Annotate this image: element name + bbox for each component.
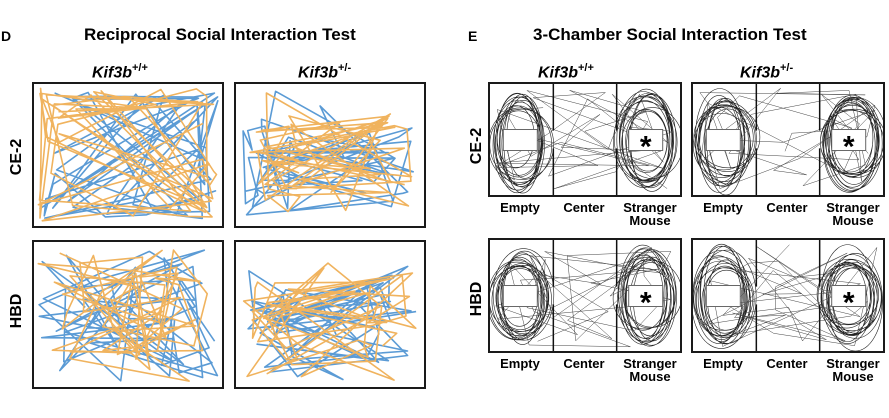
stranger-cup — [831, 129, 867, 152]
track-box-ce2-het — [234, 82, 426, 228]
panel-d-col1-label: Kif3b+/+ — [92, 62, 148, 82]
panel-e-row2-label: HBD — [468, 281, 485, 317]
panel-d-title: Reciprocal Social Interaction Test — [84, 25, 356, 44]
track-box-hbd-wt — [32, 240, 224, 389]
stranger-cup — [831, 285, 867, 308]
chamber-label-empty: Empty — [500, 200, 540, 215]
stranger-star: * — [843, 131, 855, 164]
stranger-star: * — [843, 287, 855, 320]
chamber-label-center: Center — [766, 356, 808, 371]
track-box-ce2-wt — [32, 82, 224, 228]
empty-cup — [502, 285, 538, 308]
chamber-box-ce2-wt: * — [488, 82, 682, 197]
chamber-box-hbd-wt: * — [488, 238, 682, 353]
empty-cup — [705, 129, 741, 152]
stranger-cup — [628, 285, 664, 308]
chamber-label-stranger: Stranger Mouse — [623, 356, 677, 384]
orange-track-path — [242, 262, 417, 381]
orange-track-path — [249, 92, 413, 213]
panel-d-col2-label: Kif3b+/- — [298, 62, 352, 82]
chamber-label-empty: Empty — [703, 356, 743, 371]
panel-e-col2-label: Kif3b+/- — [740, 62, 794, 82]
chamber-label-center: Center — [563, 356, 605, 371]
stranger-star: * — [640, 131, 652, 164]
chamber-label-empty: Empty — [703, 200, 743, 215]
empty-cup — [705, 285, 741, 308]
panel-d-row2-label: HBD — [8, 293, 25, 329]
panel-e-row1-label: CE-2 — [468, 127, 485, 165]
chamber-box-hbd-het: * — [691, 238, 885, 353]
stranger-star: * — [640, 287, 652, 320]
mouse-track-path — [494, 247, 672, 348]
chamber-label-stranger: Stranger Mouse — [623, 200, 677, 228]
chamber-label-center: Center — [563, 200, 605, 215]
orange-track-path — [37, 87, 218, 222]
chamber-label-stranger: Stranger Mouse — [826, 200, 880, 228]
panel-e-col1-label: Kif3b+/+ — [538, 62, 594, 82]
chamber-box-ce2-het: * — [691, 82, 885, 197]
chamber-label-stranger: Stranger Mouse — [826, 356, 880, 384]
track-box-hbd-het — [234, 240, 426, 389]
chamber-label-center: Center — [766, 200, 808, 215]
stranger-cup — [628, 129, 664, 152]
panel-e-letter: E — [468, 28, 478, 44]
panel-d-row1-label: CE-2 — [8, 138, 25, 176]
mouse-track-path — [490, 244, 680, 347]
orange-track-path — [37, 249, 208, 382]
panel-e-title: 3-Chamber Social Interaction Test — [533, 25, 807, 44]
empty-cup — [502, 129, 538, 152]
mouse-track-path — [702, 244, 878, 347]
chamber-label-empty: Empty — [500, 356, 540, 371]
panel-d-letter: D — [1, 28, 12, 44]
